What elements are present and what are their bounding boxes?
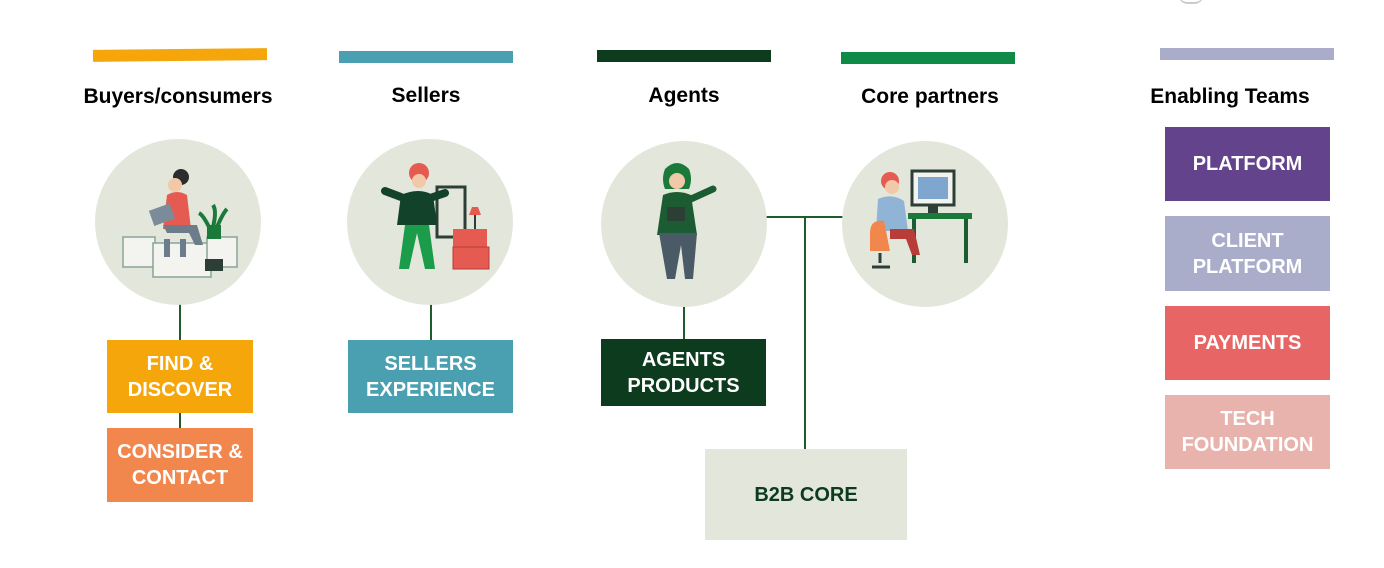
sellers-experience-box[interactable]: SELLERS EXPERIENCE <box>348 340 513 413</box>
buyer-illustration <box>95 139 261 305</box>
heading-agents: Agents <box>648 84 720 107</box>
find-consider-connector <box>179 412 181 428</box>
person-at-computer-icon <box>870 169 972 269</box>
person-moving-icon <box>381 163 490 270</box>
agents-accent-bar <box>597 50 771 62</box>
agents-products-box[interactable]: AGENTS PRODUCTS <box>601 339 766 406</box>
seller-illustration <box>347 139 513 305</box>
tech-foundation-box[interactable]: TECH FOUNDATION <box>1165 395 1330 469</box>
person-with-laptop-icon <box>122 169 238 278</box>
partner-illustration <box>842 141 1008 307</box>
enabling-accent-bar <box>1160 48 1334 60</box>
agent-illustration <box>601 141 767 307</box>
b2b-core-box[interactable]: B2B CORE <box>705 449 907 540</box>
find-discover-box[interactable]: FIND & DISCOVER <box>107 340 253 413</box>
buyers-accent-bar <box>92 48 268 62</box>
corner-decoration <box>1178 0 1204 4</box>
buyers-connector <box>179 304 181 340</box>
person-presenting-icon <box>657 163 717 279</box>
payments-box[interactable]: PAYMENTS <box>1165 306 1330 380</box>
platform-box[interactable]: PLATFORM <box>1165 127 1330 201</box>
agents-connector <box>683 306 685 340</box>
sellers-connector <box>430 304 432 340</box>
consider-contact-box[interactable]: CONSIDER & CONTACT <box>107 428 253 502</box>
heading-sellers: Sellers <box>391 84 461 107</box>
client-platform-box[interactable]: CLIENT PLATFORM <box>1165 216 1330 291</box>
heading-buyers: Buyers/consumers <box>83 85 273 108</box>
heading-enabling-teams: Enabling Teams <box>1150 85 1310 108</box>
sellers-accent-bar <box>339 51 513 63</box>
core-partners-accent-bar <box>841 52 1015 64</box>
heading-core-partners: Core partners <box>861 85 999 108</box>
b2b-core-connector <box>804 216 806 450</box>
